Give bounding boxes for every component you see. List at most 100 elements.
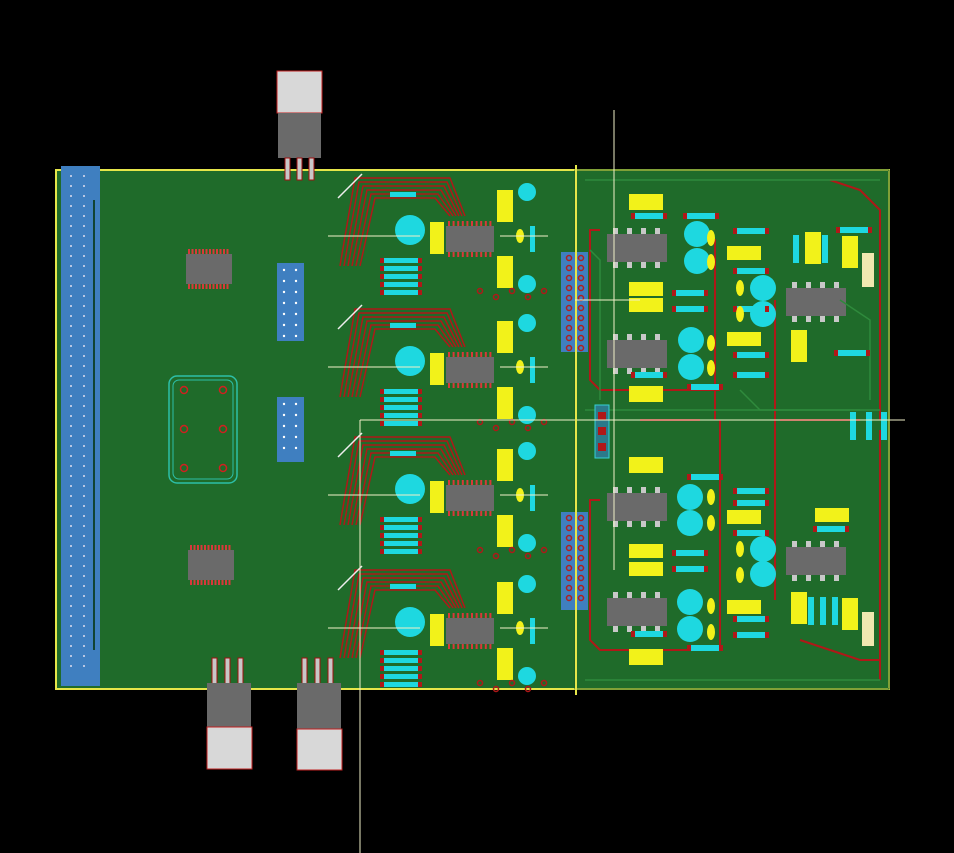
resistor-end — [380, 282, 384, 287]
fuse — [862, 253, 874, 287]
pad — [629, 562, 663, 576]
resistor-end — [418, 650, 422, 655]
ic-pin — [480, 644, 483, 649]
resistor — [384, 525, 418, 530]
pad — [497, 387, 513, 419]
footprint-six-hole[interactable] — [168, 375, 238, 484]
dip-pin — [627, 334, 632, 340]
dip-pin — [613, 487, 618, 493]
resistor-end — [672, 290, 676, 296]
trace — [343, 440, 463, 526]
capacitor — [750, 301, 776, 327]
resistor-end — [380, 666, 384, 671]
diode — [736, 280, 744, 296]
resistor — [850, 412, 856, 440]
pad — [842, 598, 858, 630]
dip-body — [607, 493, 667, 521]
edge-connector[interactable] — [61, 166, 100, 686]
trace — [359, 197, 451, 267]
dip-pin — [655, 228, 660, 234]
pad — [497, 582, 513, 614]
diode — [707, 360, 715, 376]
resistor — [793, 235, 799, 263]
resistor-end — [380, 389, 384, 394]
center-connector-upper[interactable] — [561, 252, 588, 352]
capacitor — [750, 275, 776, 301]
dip-pin — [820, 575, 825, 581]
resistor-end — [418, 666, 422, 671]
resistor — [635, 372, 663, 378]
via — [524, 552, 532, 560]
ic-pin — [457, 383, 460, 388]
resistor — [676, 550, 704, 556]
dip-pin — [792, 282, 797, 288]
resistor — [691, 474, 719, 480]
trace — [739, 389, 860, 411]
dip-pin — [613, 626, 618, 632]
channel-block — [337, 565, 548, 693]
via — [540, 287, 548, 295]
dip-ic — [607, 334, 667, 374]
soic-left-upper[interactable] — [186, 249, 232, 289]
resistor — [866, 412, 872, 440]
resistor-end — [704, 306, 708, 312]
resistor-end — [631, 631, 635, 637]
dip-body — [786, 288, 846, 316]
resistor-end — [663, 631, 667, 637]
diode — [707, 624, 715, 640]
pin-header-2[interactable] — [277, 397, 304, 462]
pad — [430, 481, 444, 513]
resistor — [384, 666, 418, 671]
pin-header-1[interactable] — [277, 263, 304, 341]
pad — [727, 600, 761, 614]
ic-pin — [457, 644, 460, 649]
resistor-end — [719, 384, 723, 390]
resistor-end — [663, 372, 667, 378]
diode — [707, 598, 715, 614]
ic-pin — [475, 511, 478, 516]
resistor-end — [418, 266, 422, 271]
jumper-block[interactable] — [594, 404, 610, 459]
dip-pin — [792, 316, 797, 322]
ic-pin — [484, 480, 487, 485]
resistor — [390, 323, 416, 328]
resistor-end — [733, 616, 737, 622]
regulator-bottom-left[interactable] — [206, 657, 253, 770]
diode — [707, 489, 715, 505]
dip-pin — [627, 626, 632, 632]
ic-pin — [480, 613, 483, 618]
resistor-end — [687, 474, 691, 480]
resistor — [530, 485, 535, 511]
channel-block — [337, 173, 548, 301]
ic-pin — [452, 221, 455, 226]
center-connector-lower[interactable] — [561, 512, 588, 610]
ic-pin — [489, 613, 492, 618]
resistor-end — [733, 372, 737, 378]
trace — [339, 308, 466, 398]
dip-pin — [655, 334, 660, 340]
pad — [629, 298, 663, 312]
resistor-end — [687, 384, 691, 390]
trace — [347, 316, 460, 398]
regulator-bottom-right[interactable] — [296, 657, 343, 771]
dip-pin — [627, 521, 632, 527]
fuse — [862, 612, 874, 646]
resistor — [384, 282, 418, 287]
ic-pin — [471, 644, 473, 649]
soic-left-lower[interactable] — [188, 545, 234, 585]
ic-pin — [466, 511, 469, 516]
resistor-end — [418, 274, 422, 279]
resistor — [530, 618, 535, 644]
pad — [629, 194, 663, 210]
pad — [791, 330, 807, 362]
ic-pin — [466, 480, 469, 485]
dip-pin — [655, 592, 660, 598]
trace — [343, 573, 463, 659]
silk-line — [337, 432, 363, 458]
resistor — [384, 682, 418, 687]
resistor-end — [380, 405, 384, 410]
regulator-top[interactable] — [276, 70, 323, 181]
dip-pin — [641, 262, 646, 268]
trace — [339, 177, 466, 267]
